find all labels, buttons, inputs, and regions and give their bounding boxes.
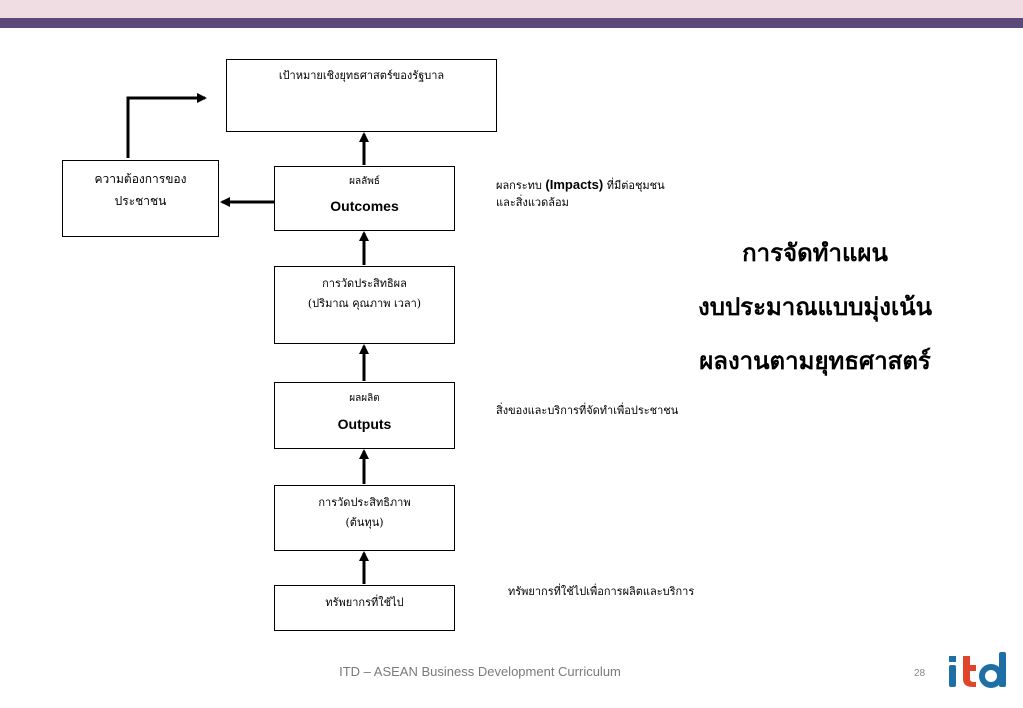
- needs-line1: ความต้องการของ: [94, 172, 187, 186]
- outcomes-box: ผลลัพธ์ Outcomes: [274, 166, 455, 231]
- inputs-text: ทรัพยากรที่ใช้ไป: [325, 596, 404, 609]
- inputs-box: ทรัพยากรที่ใช้ไป: [274, 585, 455, 631]
- efficiency-line2: (ต้นทุน): [345, 516, 384, 529]
- impacts-note: ผลกระทบ (Impacts) ที่มีต่อชุมชน และสิ่งแ…: [496, 176, 665, 211]
- needs-box: ความต้องการของ ประชาชน: [62, 160, 219, 237]
- needs-line2: ประชาชน: [114, 194, 167, 208]
- outputs-note-text: สิ่งของและบริการที่จัดทำเพื่อประชาชน: [496, 404, 679, 417]
- itd-logo: [949, 652, 1006, 688]
- outputs-en: Outputs: [337, 416, 392, 432]
- arrow-needs-to-goal: [126, 93, 207, 158]
- slide-title: การจัดทำแผน งบประมาณแบบมุ่งเน้น ผลงานตาม…: [650, 226, 980, 388]
- header-band-light: [0, 0, 1023, 18]
- effectiveness-box: การวัดประสิทธิผล (ปริมาณ คุณภาพ เวลา): [274, 266, 455, 344]
- efficiency-line1: การวัดประสิทธิภาพ: [318, 496, 411, 509]
- header-band-dark: [0, 18, 1023, 28]
- outputs-box: ผลผลิต Outputs: [274, 382, 455, 449]
- page-number: 28: [914, 668, 926, 679]
- outputs-note: สิ่งของและบริการที่จัดทำเพื่อประชาชน: [496, 402, 678, 419]
- outputs-th: ผลผลิต: [349, 393, 380, 404]
- impacts-line2: และสิ่งแวดล้อม: [496, 196, 569, 209]
- impacts-prefix: ผลกระทบ: [496, 179, 542, 192]
- effectiveness-line1: การวัดประสิทธิผล: [322, 277, 407, 290]
- footer-text: ITD – ASEAN Business Development Curricu…: [339, 664, 621, 679]
- impacts-suffix: ที่มีต่อชุมชน: [606, 179, 665, 192]
- efficiency-box: การวัดประสิทธิภาพ (ต้นทุน): [274, 485, 455, 551]
- title-line1: การจัดทำแผน: [742, 239, 888, 267]
- impacts-en: (Impacts): [545, 177, 604, 192]
- inputs-note: ทรัพยากรที่ใช้ไปเพื่อการผลิตและบริการ: [508, 583, 694, 600]
- outcomes-th: ผลลัพธ์: [349, 176, 380, 187]
- goal-box: เป้าหมายเชิงยุทธศาสตร์ของรัฐบาล: [226, 59, 497, 132]
- title-line3: ผลงานตามยุทธศาสตร์: [699, 347, 931, 375]
- title-line2: งบประมาณแบบมุ่งเน้น: [697, 293, 933, 321]
- inputs-note-text: ทรัพยากรที่ใช้ไปเพื่อการผลิตและบริการ: [508, 585, 695, 598]
- outcomes-en: Outcomes: [330, 198, 399, 214]
- effectiveness-line2: (ปริมาณ คุณภาพ เวลา): [307, 297, 422, 310]
- goal-text: เป้าหมายเชิงยุทธศาสตร์ของรัฐบาล: [278, 69, 445, 82]
